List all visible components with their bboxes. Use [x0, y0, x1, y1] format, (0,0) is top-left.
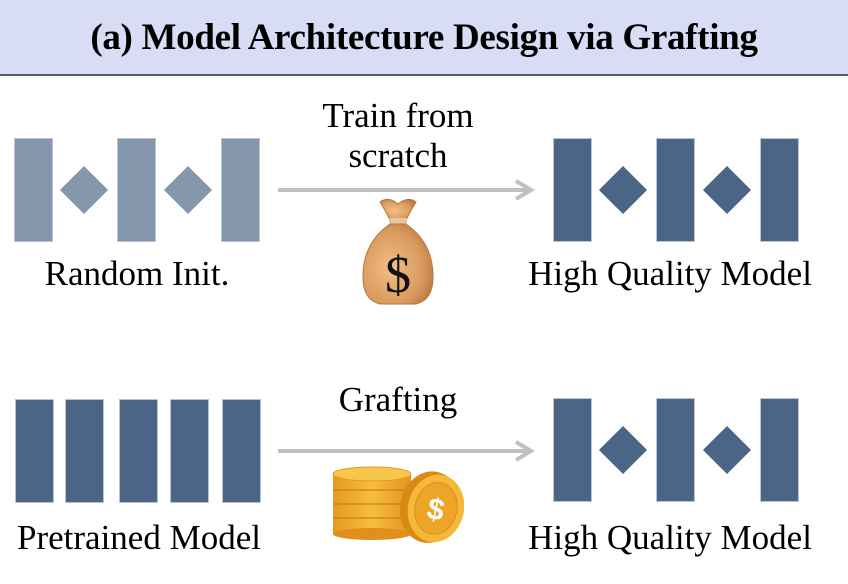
- layer-block: [14, 138, 53, 242]
- operator-diamond: [598, 165, 648, 215]
- layer-block: [656, 138, 695, 242]
- grafting-label: Grafting: [338, 380, 458, 419]
- layer-block: [553, 138, 592, 242]
- layer-block: [119, 399, 158, 503]
- layer-block: [553, 398, 592, 502]
- layer-block: [221, 138, 260, 242]
- arrow-right-icon: [278, 179, 535, 201]
- train-from-scratch-label-line2: scratch: [348, 136, 448, 175]
- arrow-right-icon: [278, 440, 535, 462]
- money-bag-icon: $: [362, 198, 434, 305]
- svg-text:$: $: [385, 247, 411, 304]
- layer-block: [117, 138, 156, 242]
- layer-block: [65, 399, 104, 503]
- figure-title: (a) Model Architecture Design via Grafti…: [90, 17, 758, 58]
- layer-block: [760, 138, 799, 242]
- high-quality-model-label-1: High Quality Model: [528, 254, 812, 293]
- svg-text:$: $: [424, 492, 447, 528]
- layer-block: [656, 398, 695, 502]
- coin-stack-icon: $: [332, 466, 464, 543]
- layer-block: [170, 399, 209, 503]
- pretrained-model-label: Pretrained Model: [17, 518, 261, 557]
- figure-header: (a) Model Architecture Design via Grafti…: [0, 0, 848, 76]
- operator-diamond: [702, 425, 752, 475]
- random-init-label: Random Init.: [44, 254, 230, 293]
- layer-block: [222, 399, 261, 503]
- layer-block: [760, 398, 799, 502]
- operator-diamond: [59, 165, 109, 215]
- operator-diamond: [598, 425, 648, 475]
- operator-diamond: [702, 165, 752, 215]
- layer-block: [15, 399, 54, 503]
- high-quality-model-label-2: High Quality Model: [528, 518, 812, 557]
- operator-diamond: [163, 165, 213, 215]
- train-from-scratch-label-line1: Train from: [322, 96, 474, 135]
